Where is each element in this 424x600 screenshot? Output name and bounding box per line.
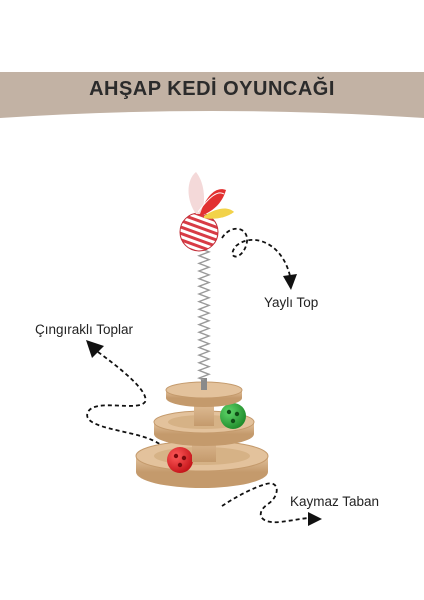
wooden-top-plate	[165, 381, 243, 407]
dashed-arrow-icon	[221, 227, 297, 290]
feather-icon	[188, 172, 234, 219]
rattle-ball-green	[220, 403, 246, 429]
label-spring-ball: Yaylı Top	[264, 295, 319, 310]
rattle-ball-red	[167, 447, 193, 473]
label-rattle-balls: Çıngıraklı Toplar	[35, 322, 134, 337]
title-banner: AHŞAP KEDİ OYUNCAĞI	[0, 0, 424, 130]
label-non-slip-base: Kaymaz Taban	[290, 494, 380, 509]
dashed-arrow-icon	[86, 340, 173, 459]
banner-shape	[0, 72, 424, 118]
spring-icon	[197, 249, 211, 390]
dashed-arrow-icon	[221, 482, 322, 526]
banner-title: AHŞAP KEDİ OYUNCAĞI	[89, 77, 335, 100]
